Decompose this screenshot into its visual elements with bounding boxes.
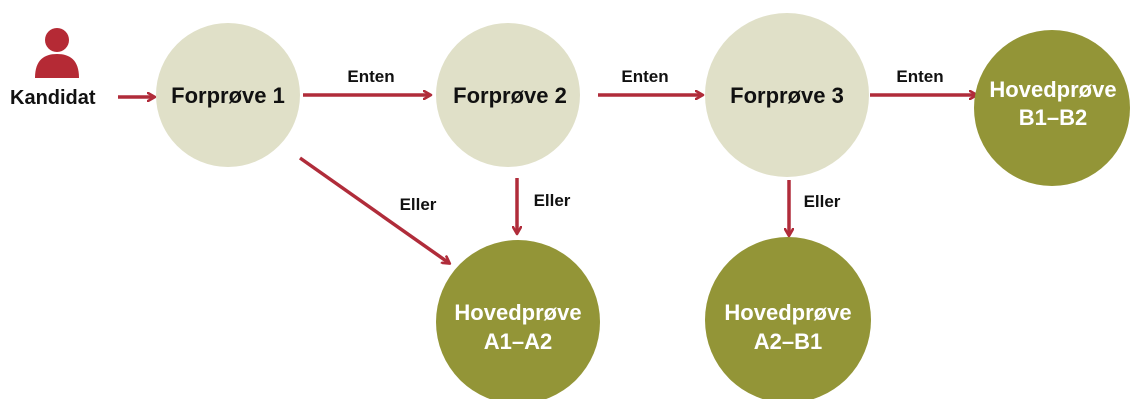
svg-text:A2–B1: A2–B1	[754, 329, 822, 354]
person-icon	[35, 28, 79, 78]
edge-label-enten: Enten	[621, 67, 668, 86]
svg-text:Hovedprøve: Hovedprøve	[989, 77, 1116, 102]
candidate-label: Kandidat	[10, 87, 96, 109]
svg-text:Forprøve 3: Forprøve 3	[730, 83, 844, 108]
arrow-forprove1-to-hoved-a1a2	[298, 156, 449, 263]
edge-label-eller: Eller	[804, 192, 841, 211]
svg-text:Hovedprøve: Hovedprøve	[724, 300, 851, 325]
edge-label-enten: Enten	[347, 67, 394, 86]
svg-text:B1–B2: B1–B2	[1019, 105, 1087, 130]
edge-label-eller: Eller	[534, 191, 571, 210]
edge-label-enten: Enten	[896, 67, 943, 86]
node-forprove-1: Forprøve 1	[156, 23, 300, 167]
node-hovedprove-a1-a2: Hovedprøve A1–A2	[436, 240, 600, 399]
svg-text:Forprøve 1: Forprøve 1	[171, 83, 285, 108]
node-forprove-3: Forprøve 3	[705, 13, 869, 177]
edge-label-eller: Eller	[400, 195, 437, 214]
svg-text:A1–A2: A1–A2	[484, 329, 552, 354]
svg-text:Hovedprøve: Hovedprøve	[454, 300, 581, 325]
node-hovedprove-b1-b2: Hovedprøve B1–B2	[974, 30, 1130, 186]
svg-text:Forprøve 2: Forprøve 2	[453, 83, 567, 108]
edges	[118, 95, 976, 263]
node-hovedprove-a2-b1: Hovedprøve A2–B1	[705, 237, 871, 399]
node-forprove-2: Forprøve 2	[436, 23, 580, 167]
